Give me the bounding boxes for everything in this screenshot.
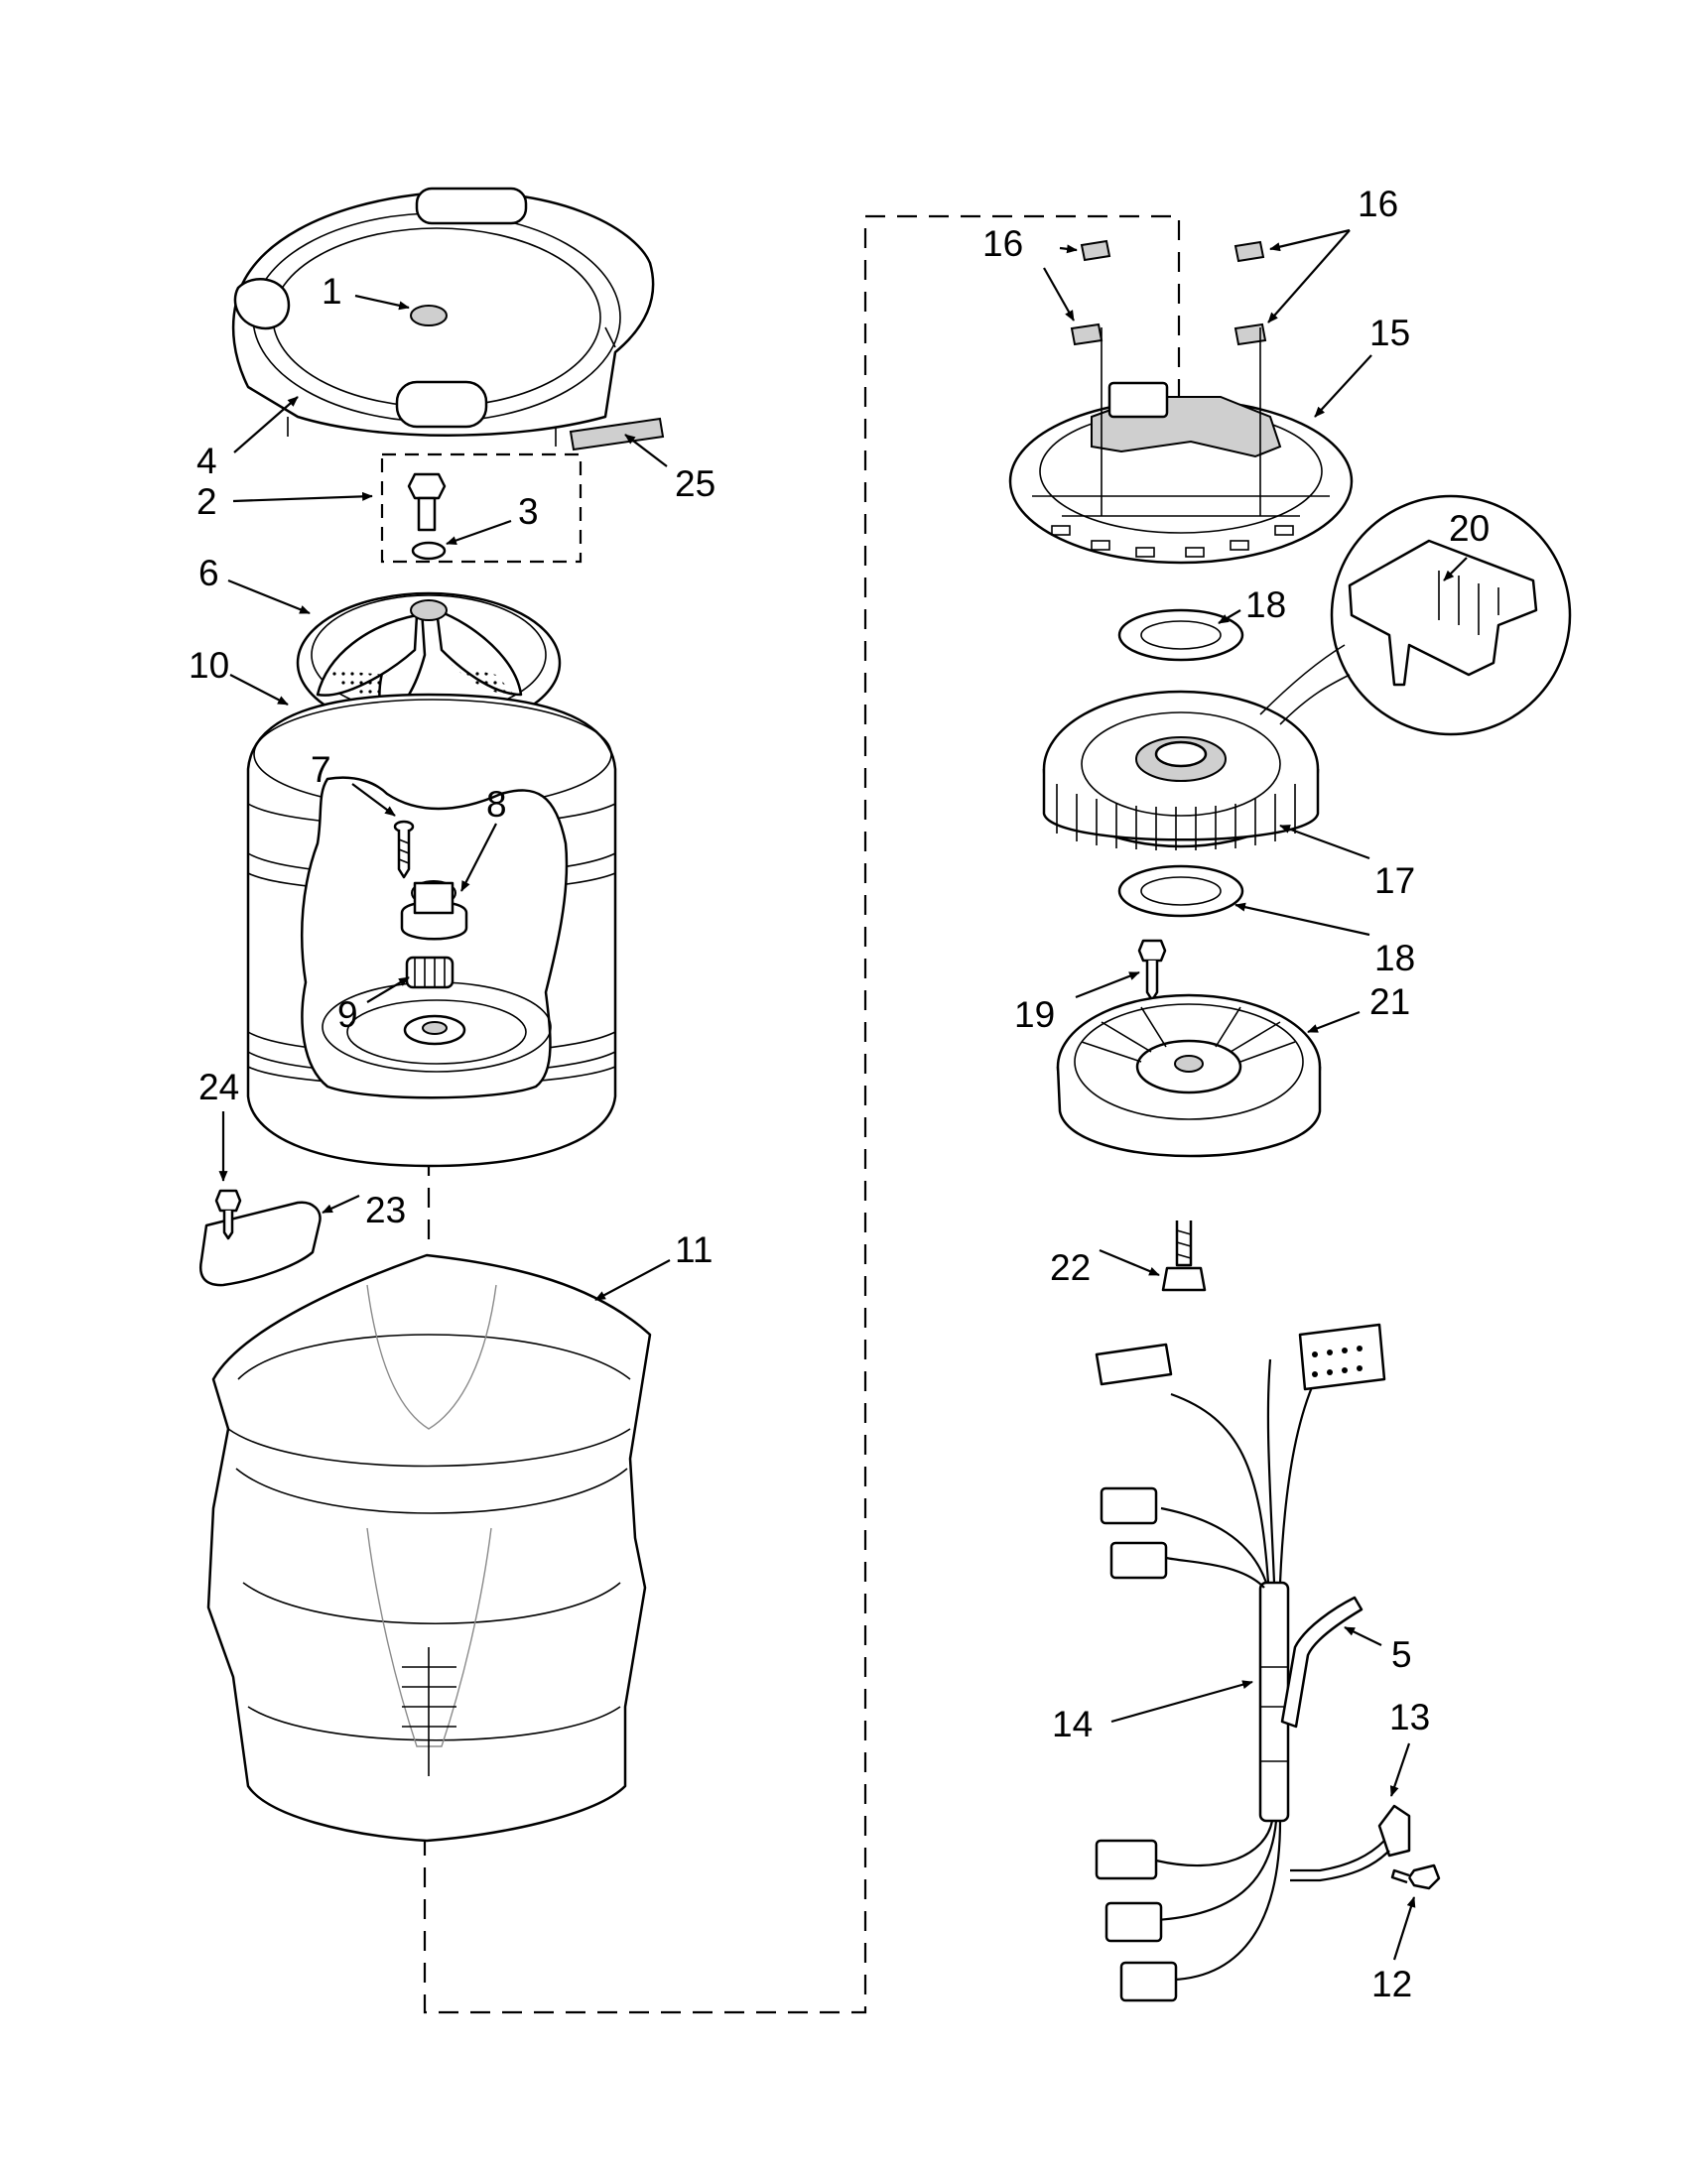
callout-7: 7 [311,749,331,790]
screw-part-24 [214,1189,242,1240]
clamp-part-13 [1290,1804,1411,1882]
tub-ring-part-4 [231,187,655,447]
rotor-part-21 [1056,993,1322,1158]
connector-mid-2 [1109,1541,1168,1580]
hub-part-8 [400,880,468,941]
callout-2: 2 [196,481,217,522]
connector-bottom-3 [1119,1961,1178,2002]
callout-17: 17 [1374,860,1415,901]
callout-13: 13 [1389,1697,1430,1737]
callout-1: 1 [322,271,342,312]
strip-part-25 [569,417,665,451]
screw-part-7 [393,820,415,879]
callout-22: 22 [1050,1247,1091,1288]
connector-top-left [1095,1343,1173,1386]
gasket-part-18-top [1117,608,1244,662]
callout-24: 24 [198,1067,239,1107]
screw-part-12 [1390,1863,1441,1890]
bolt-part-2 [407,472,447,532]
connector-mid-1 [1100,1486,1158,1525]
callout-9: 9 [337,994,358,1035]
callout-11: 11 [675,1229,713,1270]
bolt-part-19 [1137,939,1167,1002]
stator-part-17 [1042,690,1320,850]
callout-21: 21 [1369,981,1410,1022]
pad-part-16-b [1234,240,1267,346]
callout-20: 20 [1449,508,1490,549]
callout-5: 5 [1391,1634,1412,1675]
outer-tub-part-11 [206,1253,652,1843]
callout-14: 14 [1052,1704,1093,1744]
callout-16-left: 16 [982,223,1023,264]
callout-18-top: 18 [1245,584,1286,625]
bearing-part-9 [405,956,454,989]
bolt-part-22 [1161,1220,1207,1292]
callout-8: 8 [486,784,507,825]
connector-detail-part-20 [1259,494,1572,736]
callout-10: 10 [189,645,229,686]
washer-part-3 [411,541,447,561]
gasket-part-18-bottom [1117,864,1244,918]
pad-part-16-a [1070,239,1111,346]
callout-19: 19 [1014,994,1055,1035]
callout-18-bottom: 18 [1374,938,1415,978]
connector-bottom-2 [1104,1901,1163,1943]
hose-part-5 [1280,1596,1363,1729]
bracket-part-23 [199,1201,322,1287]
basket-part-10 [246,693,617,1168]
callout-25: 25 [675,463,715,504]
connector-bottom-1 [1095,1839,1158,1880]
callout-16-right: 16 [1358,184,1398,224]
callout-4: 4 [196,441,217,481]
callout-15: 15 [1369,313,1410,353]
connection-dashed-line [423,214,1181,2014]
leader-lines [218,228,1468,1961]
callout-6: 6 [198,553,219,593]
callout-12: 12 [1371,1964,1412,2004]
connector-top-right [1298,1323,1386,1391]
wire-harness-part-14 [1095,1323,1386,2002]
ring-part-15 [1008,327,1354,565]
bolt-kit-box-part-2 [380,452,583,564]
tub-ring-cap-part-1 [410,305,448,326]
callout-3: 3 [518,491,539,532]
callout-23: 23 [365,1190,406,1230]
